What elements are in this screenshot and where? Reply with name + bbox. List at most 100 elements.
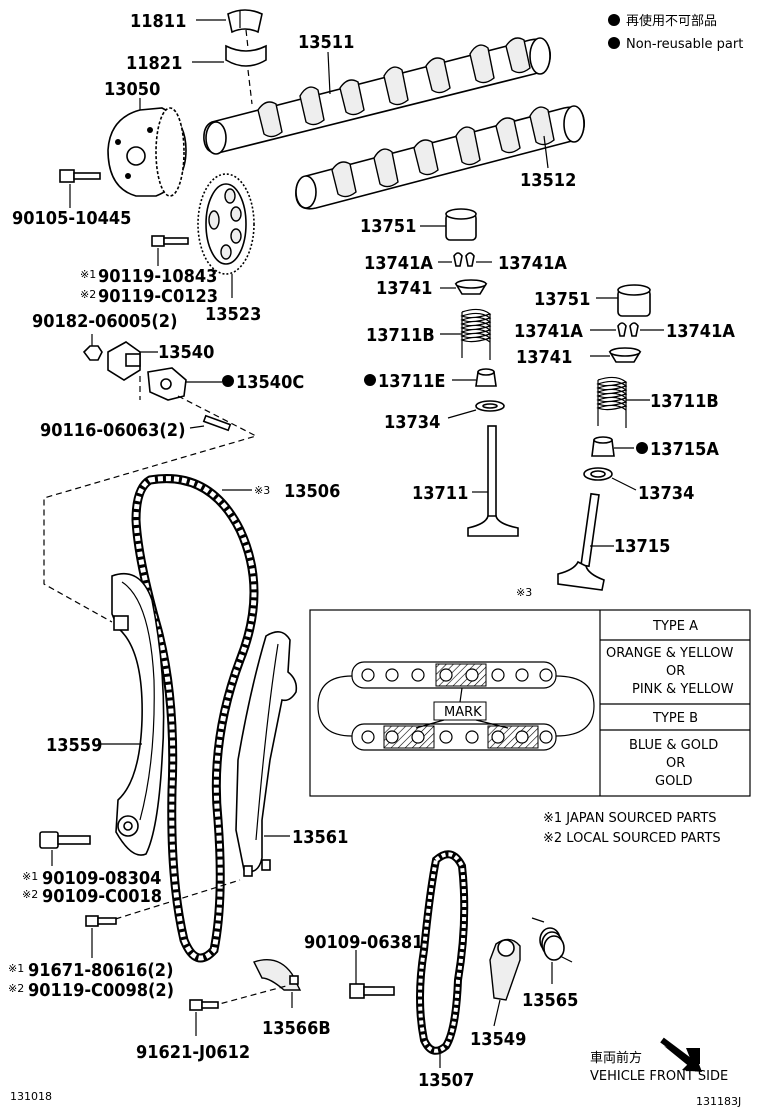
chain-tensioner-plate-13549 <box>489 938 521 1001</box>
oil-pump-chain-guide-13566b <box>253 959 302 991</box>
mark-90119-c: ※2 <box>8 982 24 995</box>
exhaust-valve-13715 <box>557 492 605 591</box>
label-90109-c0018: 90109-C0018 <box>42 886 162 907</box>
label-91621-j0612: 91621-J0612 <box>136 1042 250 1063</box>
bolt-90119-10843 <box>151 235 189 247</box>
label-91671-80616: 91671-80616(2) <box>28 960 173 981</box>
label-13540: 13540 <box>158 342 214 363</box>
label-13512: 13512 <box>520 170 576 191</box>
chain-tensioner-13540 <box>107 341 141 381</box>
type-b-label: TYPE B <box>652 711 698 726</box>
bolt-90109-06381 <box>349 983 395 999</box>
valve-spring-seat-13734-b <box>583 467 613 481</box>
tensioner-spring-13565 <box>531 917 573 963</box>
bolt-91671-80616 <box>85 915 117 927</box>
label-13734-2: 13734 <box>638 483 694 504</box>
valve-spring-seat-13734 <box>475 400 505 412</box>
label-13711b-1: 13711B <box>366 325 435 346</box>
label-13523: 13523 <box>205 304 261 325</box>
type-a-line3: PINK & YELLOW <box>632 682 734 697</box>
label-13511: 13511 <box>298 32 354 53</box>
camshaft-bearing-11821 <box>225 44 267 67</box>
label-13506: 13506 <box>284 481 340 502</box>
label-13751-a: 13751 <box>360 216 416 237</box>
valve-stem-oil-seal-13711e <box>475 368 497 387</box>
label-90109-06381: 90109-06381 <box>304 932 423 953</box>
type-a-line2: OR <box>666 664 685 679</box>
label-13711: 13711 <box>412 483 468 504</box>
valve-lifter-13751 <box>445 208 477 241</box>
mark-90119-b: ※2 <box>80 288 96 301</box>
label-13549: 13549 <box>470 1029 526 1050</box>
bolt-91621-j0612 <box>189 999 219 1011</box>
chain-vibration-damper-13561 <box>235 631 298 877</box>
camshaft-13512 <box>295 105 585 210</box>
footer-right: 131183J <box>696 1095 741 1108</box>
label-90119-10843: 90119-10843 <box>98 266 217 287</box>
valve-spring-retainer-13741 <box>454 279 488 295</box>
label-13711b-2: 13711B <box>650 391 719 412</box>
label-13741a-right: 13741A <box>498 253 567 274</box>
vehicle-front-arrow-icon <box>660 1037 702 1072</box>
label-13711e: 13711E <box>378 371 445 392</box>
label-13050: 13050 <box>104 79 160 100</box>
label-13741-2: 13741 <box>516 347 572 368</box>
stud-bolt-90116-06063 <box>202 414 232 432</box>
label-90119-c0123: 90119-C0123 <box>98 286 218 307</box>
gasket-13540c <box>147 367 187 401</box>
oil-pump-chain-13507 <box>416 850 469 1055</box>
label-13715a: 13715A <box>650 439 719 460</box>
mark-table: ※3 <box>516 586 532 599</box>
type-a-label: TYPE A <box>652 619 698 634</box>
mark-90119-a: ※1 <box>80 268 96 281</box>
mark-label: MARK <box>444 705 482 720</box>
label-13566b: 13566B <box>262 1018 331 1039</box>
bolt-90109-08304 <box>39 831 91 849</box>
non-reusable-dot-icon <box>364 374 376 386</box>
label-13561: 13561 <box>292 827 348 848</box>
label-13734-1: 13734 <box>384 412 440 433</box>
mark-90109-b: ※2 <box>22 888 38 901</box>
label-13715: 13715 <box>614 536 670 557</box>
label-90109-08304: 90109-08304 <box>42 868 161 889</box>
note-local-sourced: ※2 LOCAL SOURCED PARTS <box>543 831 721 846</box>
label-13507: 13507 <box>418 1070 474 1091</box>
footer-left: 131018 <box>10 1090 52 1103</box>
label-90119-c0098: 90119-C0098(2) <box>28 980 174 1001</box>
bolt-90105-10445 <box>59 169 101 183</box>
label-90105-10445: 90105-10445 <box>12 208 131 229</box>
label-11821: 11821 <box>126 53 182 74</box>
camshaft-13511 <box>203 37 551 155</box>
front-jp: 車両前方 <box>590 1050 642 1066</box>
mark-13506: ※3 <box>254 484 270 497</box>
non-reusable-dot-icon <box>608 14 620 26</box>
type-b-line3: GOLD <box>655 774 693 789</box>
note-japan-sourced: ※1 JAPAN SOURCED PARTS <box>543 811 717 826</box>
type-a-line1: ORANGE & YELLOW <box>606 646 733 661</box>
chain-tensioner-slipper-13559 <box>111 572 165 856</box>
non-reusable-dot-icon <box>636 442 648 454</box>
camshaft-sprocket-13523 <box>197 173 255 275</box>
label-11811: 11811 <box>130 11 186 32</box>
valve-spring-13711b-b <box>596 376 628 428</box>
label-13741a-left-2: 13741A <box>514 321 583 342</box>
legend: 再使用不可部品 Non-reusable part <box>608 13 743 52</box>
valve-keeper-13741a <box>453 252 475 267</box>
valve-stem-oil-seal-13715a <box>591 436 615 457</box>
mark-91671: ※1 <box>8 962 24 975</box>
valve-spring-retainer-13741-b <box>608 347 642 363</box>
chain-mark-table <box>309 609 751 797</box>
type-b-line2: OR <box>666 756 685 771</box>
label-90116-06063: 90116-06063(2) <box>40 420 185 441</box>
type-b-line1: BLUE & GOLD <box>629 738 718 753</box>
label-13559: 13559 <box>46 735 102 756</box>
camshaft-bearing-11811 <box>227 9 263 34</box>
label-13565: 13565 <box>522 990 578 1011</box>
mark-90109-a: ※1 <box>22 870 38 883</box>
label-90182-06005: 90182-06005(2) <box>32 311 177 332</box>
valve-spring-13711b <box>460 308 492 360</box>
legend-en: Non-reusable part <box>626 37 743 52</box>
camshaft-timing-gear-13050 <box>107 107 187 197</box>
label-13751-b: 13751 <box>534 289 590 310</box>
